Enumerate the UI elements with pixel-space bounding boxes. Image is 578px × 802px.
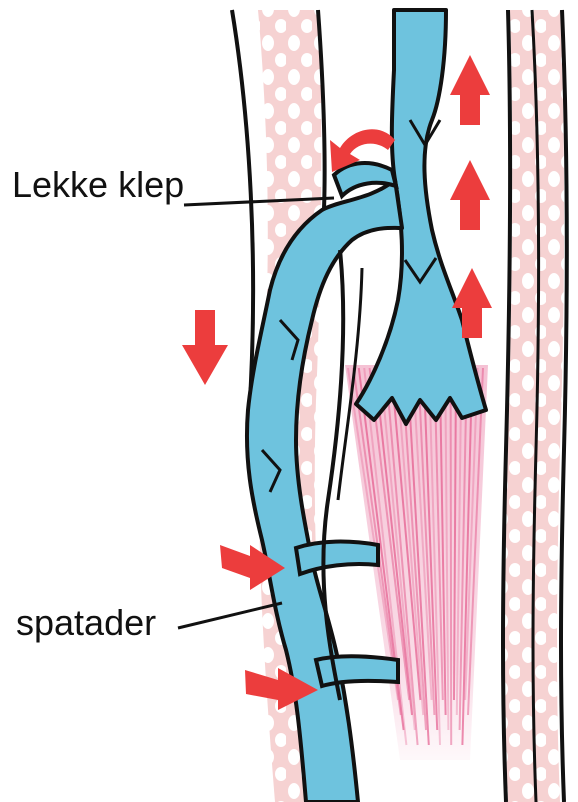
downward-arrow [182,310,228,385]
upward-arrow-1 [450,55,490,125]
upward-arrow-2 [450,160,490,230]
right-artery [503,10,567,802]
leaky-valve-label: Lekke klep [12,164,184,205]
muscle-fiber [451,368,452,745]
varicose-veins-label: spatader [16,602,156,643]
